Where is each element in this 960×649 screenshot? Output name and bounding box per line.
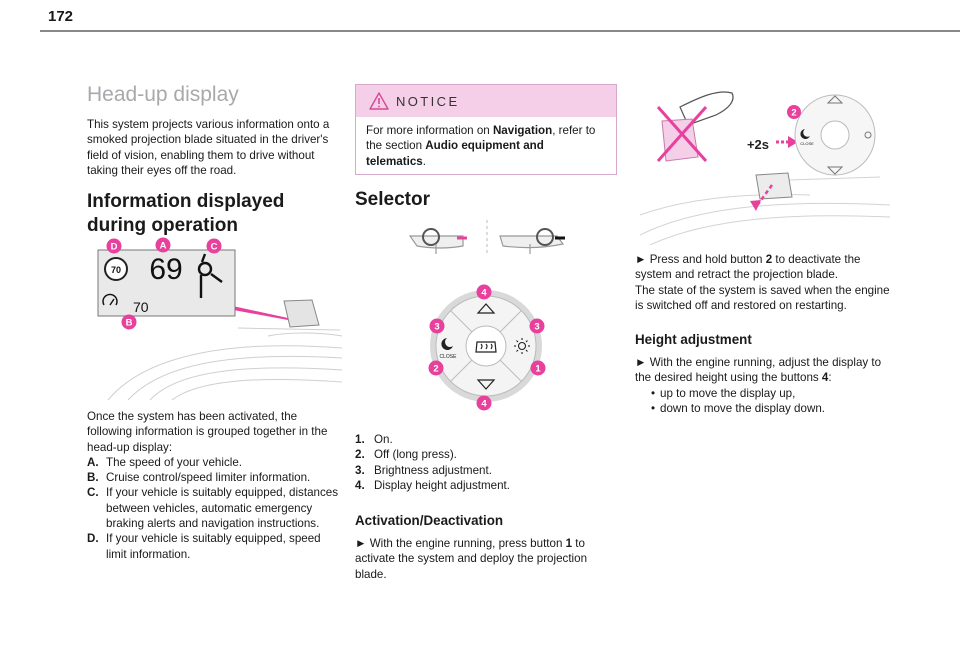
selector-list: 1.On. 2.Off (long press). 3.Brightness a… (355, 432, 617, 493)
selector-control: CLOSE 4 3 3 2 1 4 (428, 284, 546, 411)
list-item: C.If your vehicle is suitably equipped, … (87, 486, 339, 531)
list-item: 3.Brightness adjustment. (355, 463, 492, 477)
deactivation-text: ► Press and hold button 2 to deactivate … (635, 253, 861, 282)
page-number: 172 (48, 8, 74, 25)
list-item: A.The speed of your vehicle. (87, 455, 242, 469)
link-audio-telematics: Audio equipment and telematics (366, 139, 544, 168)
close-label-small: CLOSE (800, 141, 814, 146)
deactivation-illustration: +2s CLOSE 2 (640, 91, 890, 245)
column-1: Head-up display This system projects var… (87, 82, 342, 238)
hud-illustration: 70 69 70 D A C B (97, 237, 342, 401)
selector-block: 1.On. 2.Off (long press). 3.Brightness a… (355, 432, 617, 582)
moon-icon (441, 338, 453, 350)
hud-limit-sign: 70 (111, 265, 121, 275)
hold-badge: +2s (747, 137, 769, 152)
callout-1: 1 (535, 364, 541, 375)
list-item: 2.Off (long press). (355, 448, 457, 462)
intro-text: This system projects various information… (87, 118, 330, 177)
hand-icon (679, 91, 734, 126)
hud-speed: 69 (149, 253, 182, 286)
callout-4-top: 4 (481, 288, 487, 299)
callout-4-bottom: 4 (481, 399, 487, 410)
callout-2: 2 (433, 364, 438, 375)
callout-2-small: 2 (791, 108, 796, 119)
hud-cruise-speed: 70 (133, 299, 149, 315)
header-rule (40, 30, 960, 32)
notice-header: NOTICE (356, 85, 616, 117)
list-intro: Once the system has been activated, the … (87, 410, 328, 454)
deactivation-block: ► Press and hold button 2 to deactivate … (635, 252, 895, 417)
brightness-icon (514, 338, 530, 354)
heading-height-adjustment: Height adjustment (635, 332, 752, 348)
list-item: 4.Display height adjustment. (355, 478, 510, 492)
moon-icon (800, 129, 810, 139)
callout-a: A (160, 241, 167, 252)
callout-3-right: 3 (534, 322, 539, 333)
selector-small (794, 94, 876, 176)
info-list-block: Once the system has been activated, the … (87, 409, 342, 562)
list-item: B.Cruise control/speed limiter informati… (87, 471, 311, 485)
arrow-down-icon (476, 379, 496, 390)
notice-box: NOTICE For more information on Navigatio… (355, 84, 617, 175)
list-item: D.If your vehicle is suitably equipped, … (87, 532, 321, 561)
height-bullets: up to move the display up, down to move … (635, 386, 895, 417)
state-saved-text: The state of the system is saved when th… (635, 283, 890, 312)
heading-info-line1: Information displayed (87, 191, 285, 213)
link-navigation: Navigation (492, 124, 553, 137)
callout-3-left: 3 (434, 322, 439, 333)
notice-title: NOTICE (396, 94, 460, 109)
warning-icon (369, 92, 389, 110)
steering-wheels-illustration (408, 220, 565, 256)
notice-text: For more information on Navigation, refe… (366, 124, 596, 168)
callout-c: C (211, 242, 218, 253)
heading-selector: Selector (355, 189, 430, 210)
height-text: ► With the engine running, adjust the di… (635, 356, 882, 385)
list-item: up to move the display up, (651, 386, 895, 402)
info-list: A.The speed of your vehicle. B.Cruise co… (87, 455, 342, 562)
list-item: 1.On. (355, 433, 393, 446)
activation-text: ► With the engine running, press button … (355, 537, 588, 581)
navigation-arrow-icon (197, 253, 223, 298)
defrost-icon (475, 341, 497, 353)
callout-b: B (126, 318, 133, 329)
section-title: Head-up display (87, 83, 239, 106)
cruise-control-icon (102, 293, 118, 306)
list-item: down to move the display down. (651, 401, 895, 417)
heading-activation: Activation/Deactivation (355, 513, 504, 529)
heading-info-line2: during operation (87, 215, 238, 237)
callout-d: D (111, 242, 118, 253)
close-label: CLOSE (440, 354, 458, 360)
arrow-up-icon (476, 303, 496, 314)
